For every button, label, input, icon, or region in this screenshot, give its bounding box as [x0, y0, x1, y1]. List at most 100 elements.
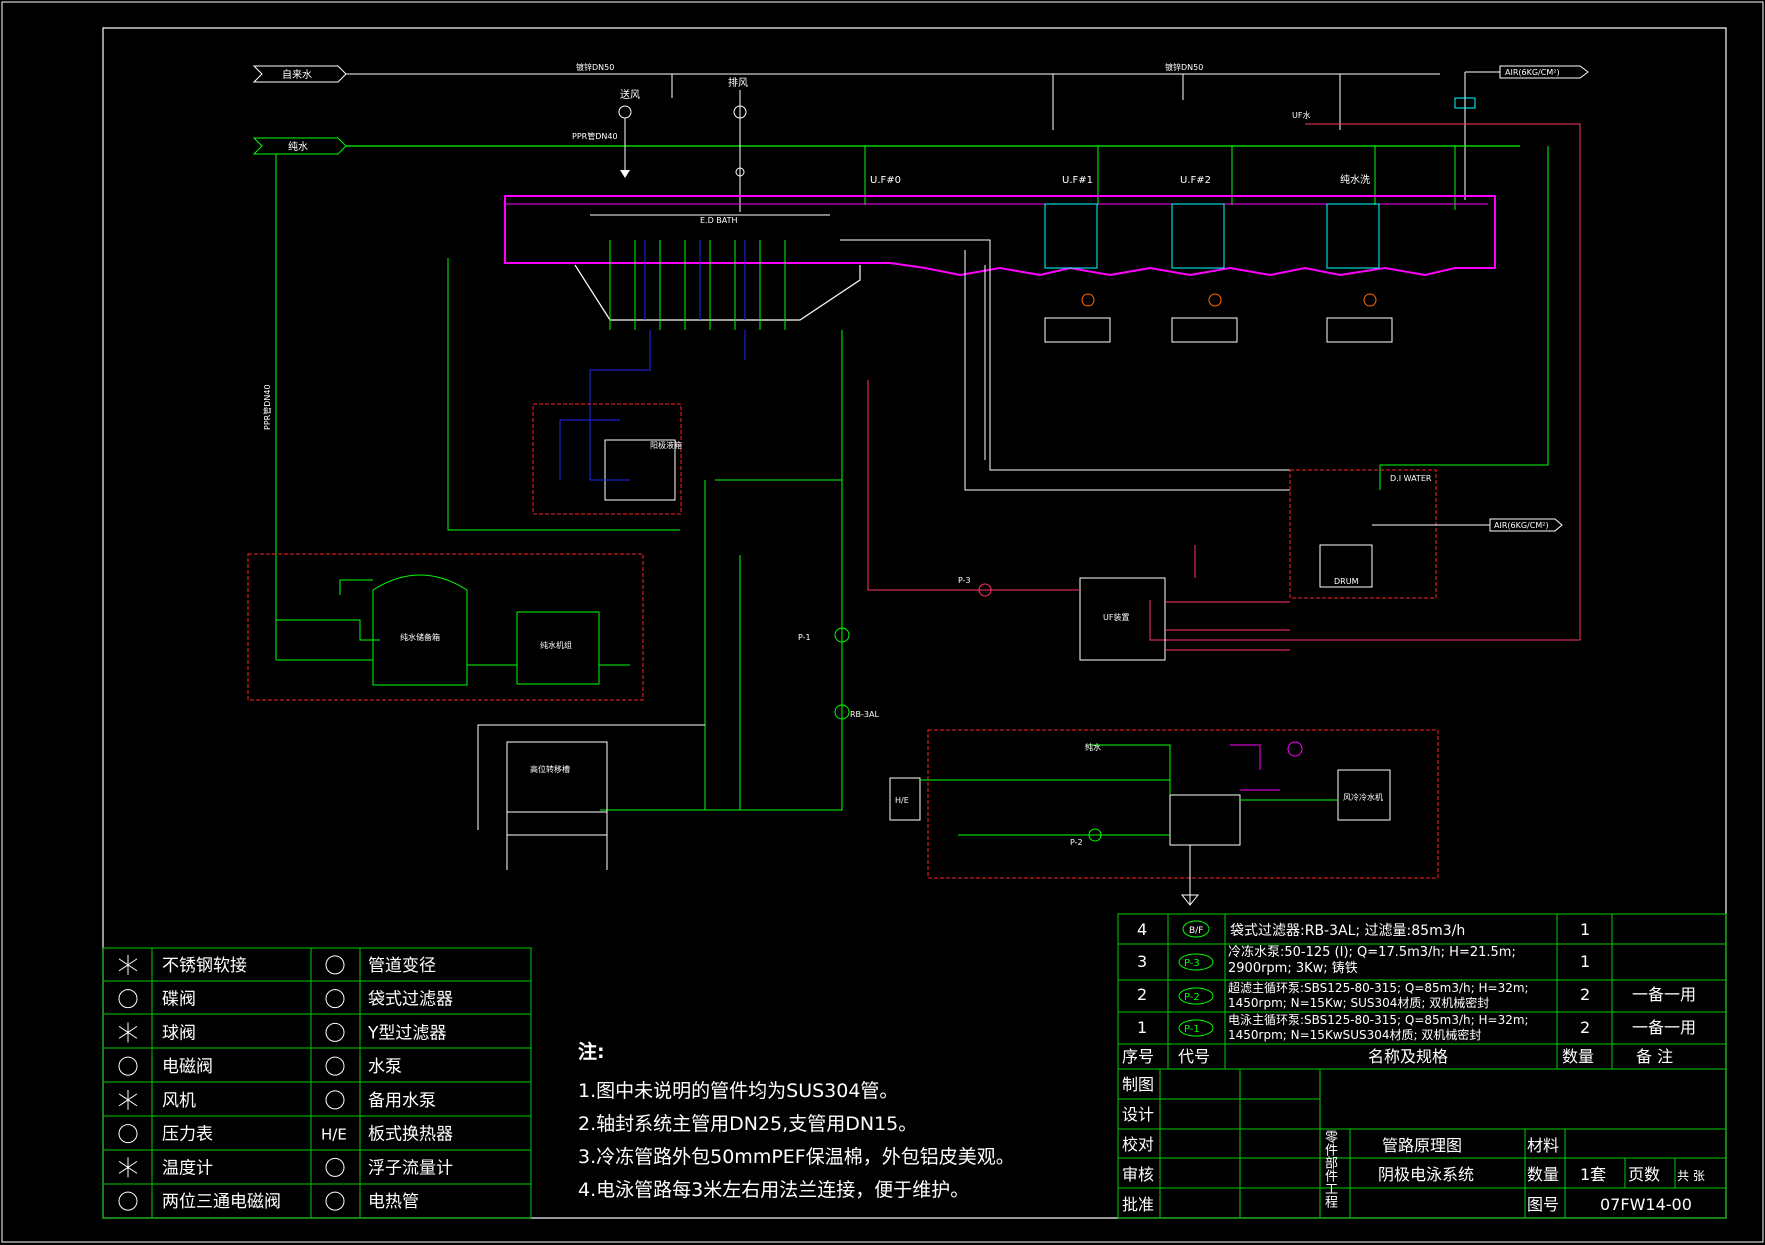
- tap-water-label: 自来水: [282, 68, 312, 81]
- part-4-code: B/F: [1189, 926, 1203, 936]
- p3-label: P-3: [958, 576, 971, 585]
- tb-material-label: 材料: [1527, 1136, 1559, 1155]
- butterfly-valve-icon: [118, 989, 138, 1009]
- tb-total-label: 共 张: [1677, 1169, 1705, 1183]
- tb-part-label: 零件部件工程: [1322, 1130, 1337, 1208]
- p1-label: P-1: [798, 633, 811, 642]
- legend-table: [102, 947, 532, 1219]
- legend-icon-group: H/E: [118, 954, 347, 1211]
- drawing-frame: [102, 27, 1727, 1219]
- part-1-spec: 电泳主循环泵:SBS125-80-315; Q=85m3/h; H=32m; 1…: [1228, 1013, 1529, 1042]
- thermometer-icon: [118, 1157, 138, 1178]
- part-4-spec: 袋式过滤器:RB-3AL; 过滤量:85m3/h: [1230, 923, 1465, 939]
- header-no: 序号: [1122, 1047, 1154, 1066]
- part-2-no: 2: [1137, 985, 1147, 1004]
- ball-valve-icon: [118, 1022, 138, 1043]
- title-block: [1117, 1068, 1727, 1219]
- uf2-label: U.F#2: [1180, 175, 1211, 186]
- legend-label-ball-valve: 球阀: [162, 1023, 196, 1043]
- part-1-code: P-1: [1184, 1024, 1200, 1035]
- tb-design: 设计: [1122, 1105, 1154, 1124]
- legend-label-y-strainer: Y型过滤器: [367, 1023, 446, 1043]
- tank-conveyor-line: [504, 195, 1496, 277]
- legend-label-butterfly-valve: 碟阀: [162, 990, 196, 1010]
- legend-label-fan: 风机: [162, 1091, 196, 1111]
- uf-device-label: UF装置: [1103, 612, 1129, 622]
- supply-fan-icon: [618, 105, 632, 119]
- tap-water-pipe-label-2: 镀锌DN50: [1165, 62, 1203, 72]
- fan-group: 送风 排风: [618, 76, 748, 212]
- pure-water-pipe-label: PPR管DN40: [572, 131, 618, 141]
- part-3-code: P-3: [1184, 958, 1200, 969]
- tb-review: 审核: [1122, 1165, 1154, 1184]
- header-remark: 备 注: [1636, 1047, 1673, 1066]
- standby-pump-icon: [325, 1090, 345, 1110]
- tb-check: 校对: [1122, 1135, 1154, 1154]
- high-tank: 高位转移槽: [477, 724, 705, 870]
- chiller-pure-water-label: 纯水: [1085, 742, 1101, 752]
- notes-title: 注:: [578, 1040, 605, 1063]
- pure-water-line: 纯水 PPR管DN40 PPR管DN40: [252, 131, 1520, 660]
- pure-water-label: 纯水: [288, 140, 308, 153]
- legend-label-three-way-valve: 两位三通电磁阀: [162, 1192, 281, 1212]
- legend-label-pump: 水泵: [368, 1057, 402, 1077]
- di-water-label: D.I WATER: [1390, 474, 1432, 483]
- drum-box: DRUM D.I WATER AIR(6KG/CM²): [1289, 146, 1563, 599]
- tap-water-pipe-label-1: 镀锌DN50: [576, 62, 614, 72]
- tb-qty-label: 数量: [1527, 1165, 1559, 1184]
- air-label-top: AIR(6KG/CM²): [1505, 68, 1560, 77]
- note-4: 4.电泳管路每3米左右用法兰连接，便于维护。: [578, 1179, 969, 1201]
- pure-water-tank-label: 纯水储备箱: [400, 632, 440, 642]
- stainless-hose-icon: [118, 954, 138, 975]
- anode-system-box: 阳极液箱: [532, 403, 682, 515]
- legend-label-plate-heat-exchanger: 板式换热器: [368, 1125, 453, 1145]
- supply-fan-label: 送风: [620, 88, 640, 101]
- note-2: 2.轴封系统主管用DN25,支管用DN15。: [578, 1113, 917, 1135]
- tb-project-name: 阴极电泳系统: [1378, 1165, 1474, 1184]
- header-code: 代号: [1178, 1047, 1210, 1066]
- ed-bath: E.D BATH: [574, 214, 861, 480]
- uf0-label: U.F#0: [870, 175, 901, 186]
- high-tank-label: 高位转移槽: [530, 764, 570, 774]
- legend-label-float-flowmeter: 浮子流量计: [368, 1158, 453, 1178]
- uf-station-tanks: [1044, 203, 1393, 343]
- part-4-qty: 1: [1580, 920, 1590, 939]
- pure-wash-label: 纯水洗: [1340, 173, 1370, 186]
- chiller-box: H/E 风冷冷水机 纯水 P-2: [889, 729, 1439, 906]
- ed-bath-label: E.D BATH: [700, 216, 738, 225]
- part-2-code: P-2: [1184, 992, 1200, 1003]
- anode-box-label: 阳极液箱: [650, 440, 682, 450]
- air-label-mid: AIR(6KG/CM²): [1494, 521, 1549, 530]
- legend-label-bag-filter: 袋式过滤器: [368, 990, 453, 1010]
- part-2-qty: 2: [1580, 985, 1590, 1004]
- tb-pages-label: 页数: [1628, 1165, 1660, 1184]
- part-1-no: 1: [1137, 1018, 1147, 1037]
- part-1-qty: 2: [1580, 1018, 1590, 1037]
- legend-label-heater: 电热管: [368, 1192, 419, 1212]
- heater-icon: [325, 1191, 345, 1211]
- part-1-remark: 一备一用: [1632, 1018, 1696, 1037]
- part-4-no: 4: [1137, 920, 1147, 939]
- legend-label-solenoid-valve: 电磁阀: [162, 1057, 213, 1077]
- part-2-spec: 超滤主循环泵:SBS125-80-315; Q=85m3/h; H=32m; 1…: [1228, 981, 1529, 1010]
- return-lines: [840, 239, 1290, 491]
- y-strainer-icon: [325, 1022, 345, 1042]
- legend-label-stainless-hose: 不锈钢软接: [162, 956, 247, 976]
- uf-water-line: [1149, 123, 1581, 641]
- tb-qty-value: 1套: [1580, 1165, 1606, 1184]
- tap-water-line: 自来水 镀锌DN50 镀锌DN50: [252, 62, 1440, 130]
- solenoid-valve-icon: [118, 1056, 138, 1076]
- pure-water-box: 纯水储备箱 纯水机组: [247, 553, 644, 701]
- tb-drawing-no: 07FW14-00: [1600, 1195, 1692, 1214]
- part-3-spec: 冷冻水泵:50-125 (I); Q=17.5m3/h; H=21.5m; 29…: [1228, 945, 1516, 976]
- drum-label: DRUM: [1334, 577, 1359, 586]
- chiller-label: 风冷冷水机: [1343, 792, 1383, 802]
- pipe-reducer-icon: [325, 955, 345, 975]
- main-circuit: [600, 330, 850, 811]
- legend-label-pressure-gauge: 压力表: [162, 1125, 213, 1145]
- fan-icon: [118, 1089, 138, 1110]
- uf-device: UF装置 P-3: [867, 380, 1290, 661]
